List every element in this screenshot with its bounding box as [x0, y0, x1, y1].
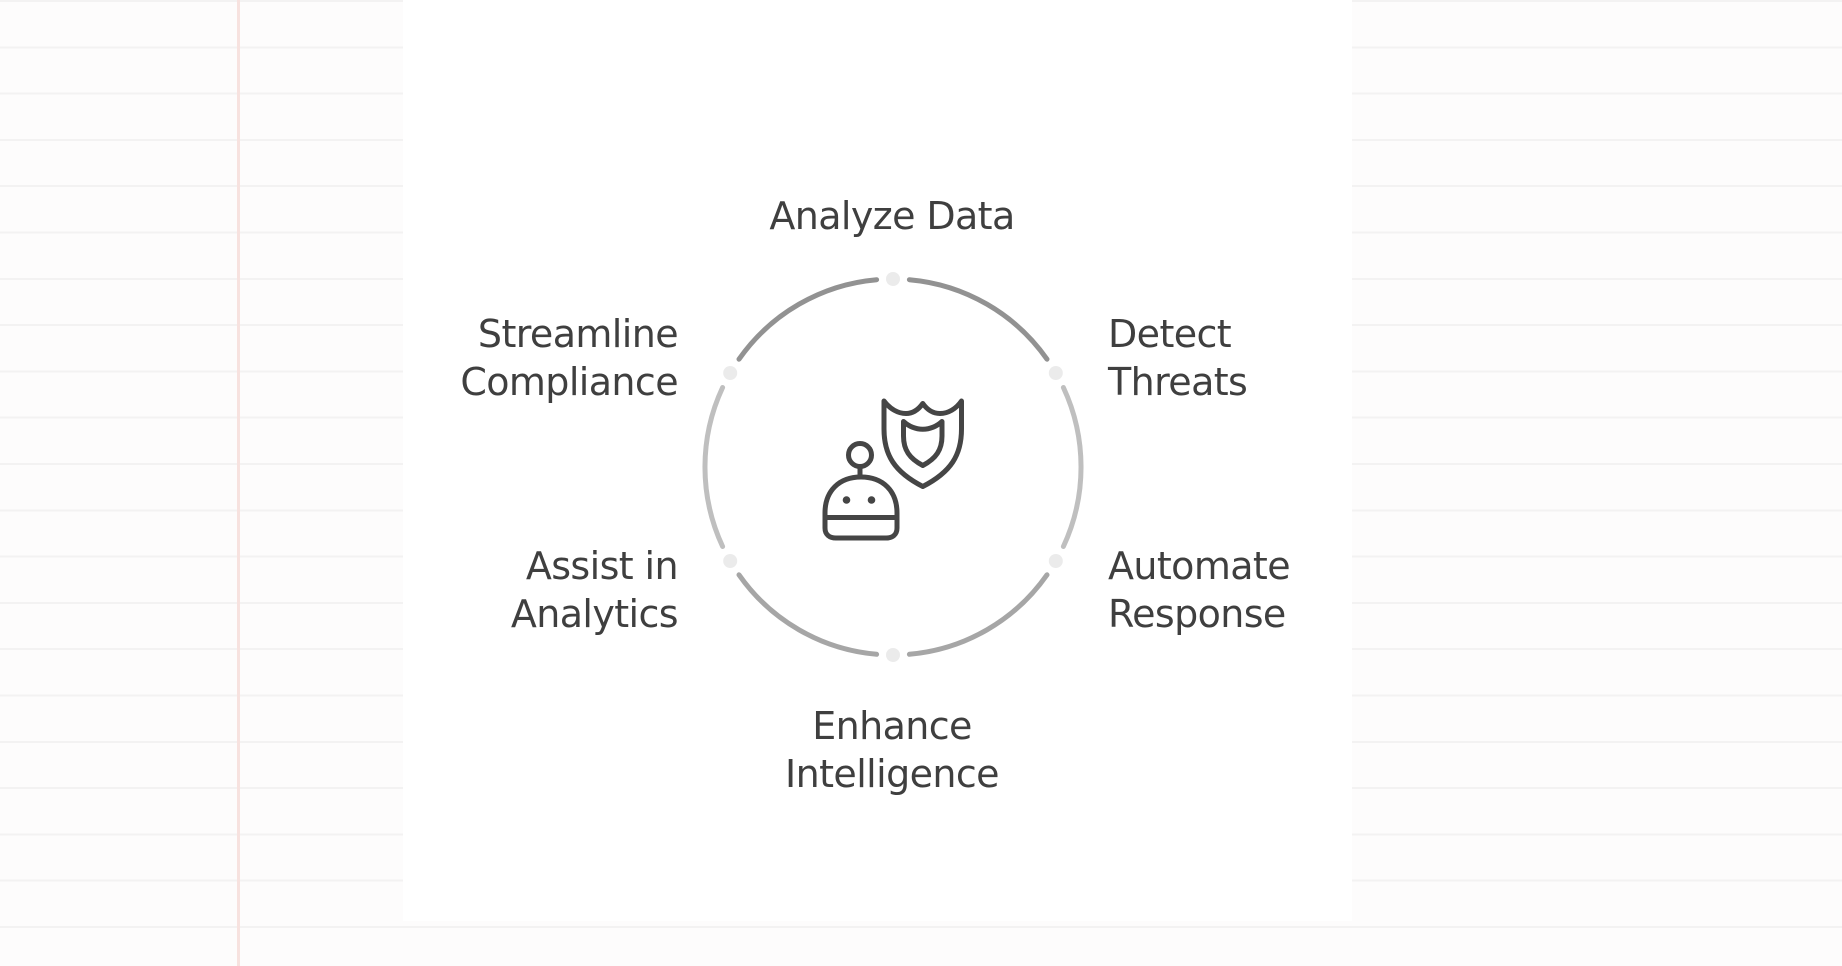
ring-dot-bottom-right	[1048, 554, 1063, 568]
ring-dot-bottom-left	[723, 554, 738, 568]
label-line: Intelligence	[785, 752, 1000, 796]
notebook-margin-line	[237, 0, 240, 966]
label-line: Streamline	[477, 312, 679, 356]
ring-arc-top-right	[906, 277, 1050, 362]
label-line: Detect	[1108, 312, 1232, 356]
label-assist-in-analytics: Assist in Analytics	[510, 542, 679, 638]
label-automate-response: Automate Response	[1108, 542, 1291, 638]
label-detect-threats: Detect Threats	[1108, 310, 1248, 406]
ring-arc-left	[702, 385, 726, 549]
ring-dot-top-right	[1048, 366, 1063, 380]
label-enhance-intelligence: Enhance Intelligence	[642, 702, 1142, 798]
shield-icon	[881, 398, 964, 489]
diagram-card	[403, 0, 1352, 921]
robot-icon	[822, 441, 900, 541]
label-line: Enhance	[812, 704, 972, 748]
ring-arc-bottom-left	[736, 572, 880, 657]
feature-ring	[702, 277, 1084, 657]
ring-dot-bottom	[886, 648, 900, 662]
label-line: Compliance	[460, 360, 678, 404]
label-line: Assist in	[525, 544, 679, 588]
label-streamline-compliance: Streamline Compliance	[460, 310, 678, 406]
label-line: Analytics	[510, 592, 679, 636]
label-line: Automate	[1108, 544, 1291, 588]
ring-dot-top-left	[723, 366, 738, 380]
ring-arc-bottom-right	[906, 572, 1050, 657]
label-line: Response	[1108, 592, 1286, 636]
ring-junction-dots	[723, 272, 1063, 662]
ring-dot-top	[886, 272, 900, 286]
label-line: Analyze Data	[769, 194, 1015, 238]
ring-arc-top-left	[736, 277, 880, 362]
ring-arc-right	[1060, 385, 1084, 549]
label-line: Threats	[1108, 360, 1248, 404]
robot-shield-icon	[822, 398, 964, 541]
label-analyze-data: Analyze Data	[642, 192, 1142, 240]
